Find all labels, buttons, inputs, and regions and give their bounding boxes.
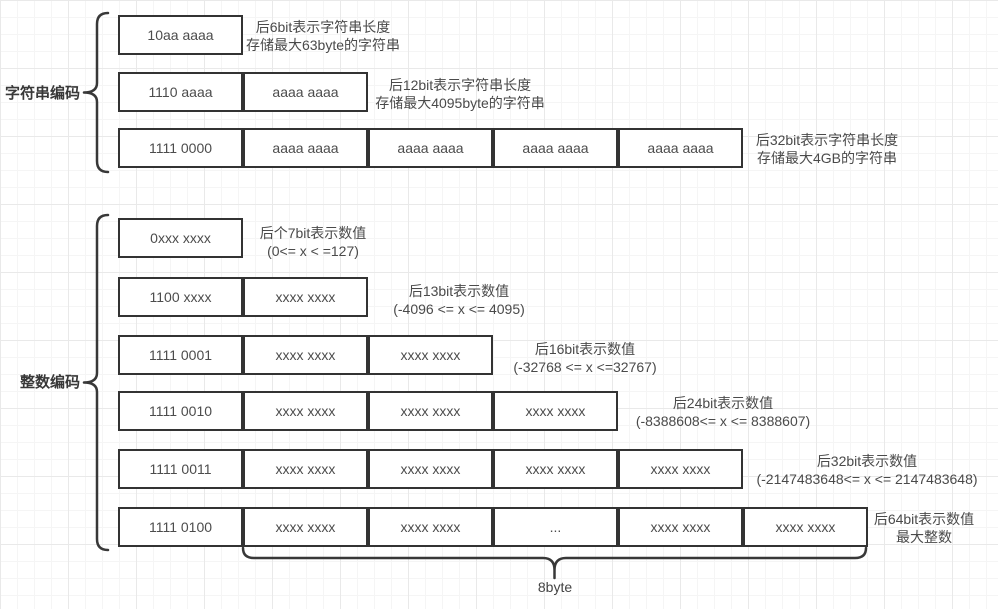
bit-field-cell: aaaa aaaa — [368, 128, 493, 168]
int-row-7bit: 0xxx xxxx — [118, 218, 243, 258]
int-row-16bit: 1111 0001 xxxx xxxx xxxx xxxx — [118, 335, 493, 375]
int-row-32bit-note: 后32bit表示数值 (-2147483648<= x <= 214748364… — [756, 452, 977, 488]
string-row-12bit: 1110 aaaa aaaa aaaa — [118, 72, 368, 112]
bit-field-cell: 1111 0010 — [118, 391, 243, 431]
bit-field-cell: 1110 aaaa — [118, 72, 243, 112]
byte-span-brace-icon — [241, 546, 868, 580]
string-row-6bit: 10aa aaaa — [118, 15, 243, 55]
note-line: 后64bit表示数值 — [873, 511, 975, 527]
bit-field-cell: xxxx xxxx — [493, 391, 618, 431]
bit-field-cell: xxxx xxxx — [743, 507, 868, 547]
bit-field-cell: xxxx xxxx — [243, 277, 368, 317]
int-row-64bit: 1111 0100 xxxx xxxx xxxx xxxx ... xxxx x… — [118, 507, 868, 547]
bit-field-cell: xxxx xxxx — [243, 449, 368, 489]
bit-field-cell: 10aa aaaa — [118, 15, 243, 55]
bit-field-cell: xxxx xxxx — [493, 449, 618, 489]
note-line: 最大整数 — [895, 529, 952, 545]
bit-field-cell: aaaa aaaa — [493, 128, 618, 168]
int-row-64bit-note: 后64bit表示数值 最大整数 — [874, 510, 974, 546]
byte-span-label: 8byte — [537, 579, 573, 595]
bit-field-cell: 1111 0100 — [118, 507, 243, 547]
string-section-brace-icon — [82, 11, 110, 174]
note-line: (-2147483648<= x <= 2147483648) — [756, 471, 978, 487]
int-row-24bit: 1111 0010 xxxx xxxx xxxx xxxx xxxx xxxx — [118, 391, 618, 431]
note-line: 存储最大63byte的字符串 — [245, 37, 401, 53]
note-line: (-8388608<= x <= 8388607) — [635, 413, 811, 429]
note-line: 后13bit表示数值 — [408, 283, 510, 299]
int-row-24bit-note: 后24bit表示数值 (-8388608<= x <= 8388607) — [636, 394, 810, 430]
bit-field-cell: aaaa aaaa — [618, 128, 743, 168]
note-line: (-4096 <= x <= 4095) — [393, 301, 525, 317]
int-row-13bit: 1100 xxxx xxxx xxxx — [118, 277, 368, 317]
string-row-12bit-note: 后12bit表示字符串长度 存储最大4095byte的字符串 — [375, 76, 545, 112]
bit-field-cell: 0xxx xxxx — [118, 218, 243, 258]
note-line: 后6bit表示字符串长度 — [255, 19, 391, 35]
note-line: 存储最大4GB的字符串 — [756, 150, 898, 166]
integer-section-brace-icon — [82, 213, 110, 552]
bit-field-cell: xxxx xxxx — [368, 449, 493, 489]
bit-field-cell: aaaa aaaa — [243, 128, 368, 168]
bit-field-cell: 1100 xxxx — [118, 277, 243, 317]
note-line: 存储最大4095byte的字符串 — [375, 95, 545, 111]
note-line: 后32bit表示字符串长度 — [755, 132, 899, 148]
int-row-7bit-note: 后个7bit表示数值 (0<= x < =127) — [260, 224, 367, 260]
note-line: 后16bit表示数值 — [534, 341, 636, 357]
int-row-16bit-note: 后16bit表示数值 (-32768 <= x <=32767) — [513, 340, 656, 376]
bit-field-cell: xxxx xxxx — [368, 391, 493, 431]
bit-field-cell: ... — [493, 507, 618, 547]
bit-field-cell: xxxx xxxx — [243, 391, 368, 431]
note-line: (0<= x < =127) — [267, 243, 359, 259]
string-row-32bit-note: 后32bit表示字符串长度 存储最大4GB的字符串 — [756, 131, 898, 167]
string-row-32bit: 1111 0000 aaaa aaaa aaaa aaaa aaaa aaaa … — [118, 128, 743, 168]
bit-field-cell: xxxx xxxx — [368, 335, 493, 375]
section-label-integer-encoding: 整数编码 — [19, 374, 80, 391]
bit-field-cell: 1111 0000 — [118, 128, 243, 168]
section-label-string-encoding: 字符串编码 — [4, 85, 80, 102]
note-line: (-32768 <= x <=32767) — [513, 359, 657, 375]
int-row-13bit-note: 后13bit表示数值 (-4096 <= x <= 4095) — [393, 282, 525, 318]
note-line: 后个7bit表示数值 — [259, 225, 367, 241]
note-line: 后12bit表示字符串长度 — [388, 77, 532, 93]
bit-field-cell: xxxx xxxx — [243, 335, 368, 375]
bit-field-cell: xxxx xxxx — [618, 507, 743, 547]
bit-field-cell: 1111 0011 — [118, 449, 243, 489]
note-line: 后24bit表示数值 — [672, 395, 774, 411]
bit-field-cell: xxxx xxxx — [368, 507, 493, 547]
bit-field-cell: 1111 0001 — [118, 335, 243, 375]
string-row-6bit-note: 后6bit表示字符串长度 存储最大63byte的字符串 — [246, 18, 400, 54]
bit-field-cell: aaaa aaaa — [243, 72, 368, 112]
bit-field-cell: xxxx xxxx — [618, 449, 743, 489]
bit-field-cell: xxxx xxxx — [243, 507, 368, 547]
note-line: 后32bit表示数值 — [816, 453, 918, 469]
int-row-32bit: 1111 0011 xxxx xxxx xxxx xxxx xxxx xxxx … — [118, 449, 743, 489]
